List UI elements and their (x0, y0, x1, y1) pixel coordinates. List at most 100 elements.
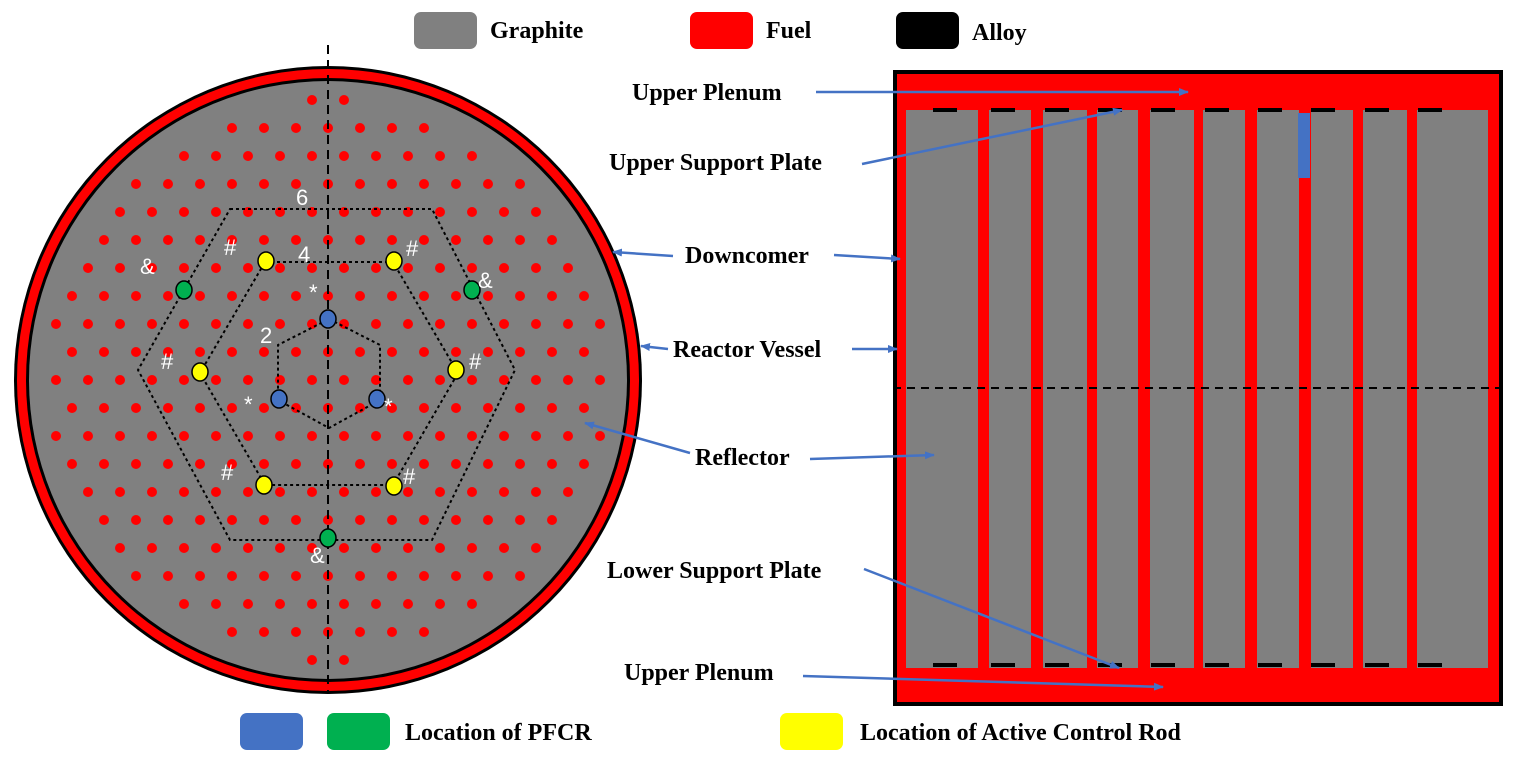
fuel-channel-dot (579, 291, 589, 301)
fuel-channel-dot (99, 347, 109, 357)
fuel-channel-dot (115, 375, 125, 385)
fuel-channel-dot (259, 123, 269, 133)
fuel-channel-dot (99, 291, 109, 301)
support-plate-mark (1205, 108, 1229, 112)
support-plate-mark (1045, 663, 1069, 667)
fuel-channel-dot (275, 319, 285, 329)
fuel-channel-dot (307, 543, 317, 553)
support-plate-mark (1151, 663, 1175, 667)
hash-marker-upper-right: # (406, 236, 419, 261)
fuel-channel-dot (211, 263, 221, 273)
fuel-channel-dot (211, 487, 221, 497)
fuel-channel-dot (483, 459, 493, 469)
fuel-channel-dot (387, 347, 397, 357)
fuel-channel-dot (259, 347, 269, 357)
active-rod-upper-left (257, 251, 275, 271)
fuel-channel-dot (83, 375, 93, 385)
callout-upper-plenum-bottom: Upper Plenum (624, 660, 774, 686)
fuel-channel-dot (163, 459, 173, 469)
fuel-channel-dot (499, 375, 509, 385)
fuel-channel-dot (579, 403, 589, 413)
legend-swatch-active-rod (780, 713, 843, 750)
fuel-channel-dot (131, 235, 141, 245)
fuel-channel-dot (195, 515, 205, 525)
fuel-channel-dot (531, 543, 541, 553)
active-rod-lower-right (385, 476, 403, 496)
fuel-channel-dot (355, 123, 365, 133)
fuel-channel-dot (163, 235, 173, 245)
fuel-channel-dot (371, 487, 381, 497)
control-rod (1298, 113, 1310, 178)
fuel-channel-dot (371, 263, 381, 273)
fuel-channel-dot (419, 235, 429, 245)
fuel-channel-dot (211, 431, 221, 441)
fuel-channel-dot (115, 543, 125, 553)
fuel-channel-dot (131, 403, 141, 413)
pfcr-blue-left (270, 389, 288, 409)
fuel-channel-dot (483, 347, 493, 357)
fuel-channel-dot (211, 375, 221, 385)
fuel-channel-dot (419, 291, 429, 301)
fuel-channel-dot (115, 263, 125, 273)
fuel-channel-dot (227, 459, 237, 469)
fuel-channel-dot (67, 347, 77, 357)
fuel-channel-dot (163, 515, 173, 525)
fuel-channel-dot (355, 459, 365, 469)
fuel-channel-dot (499, 207, 509, 217)
fuel-channel-dot (435, 375, 445, 385)
fuel-channel-dot (227, 179, 237, 189)
support-plate-mark (1365, 663, 1389, 667)
fuel-channel-dot (227, 515, 237, 525)
fuel-channel-dot (243, 319, 253, 329)
pfcr-green-left (175, 280, 193, 300)
active-rod-right (447, 360, 465, 380)
fuel-channel-dot (99, 235, 109, 245)
fuel-channel-dot (419, 123, 429, 133)
fuel-channel-dot (163, 403, 173, 413)
fuel-channel-dot (531, 375, 541, 385)
fuel-channel-dot (531, 431, 541, 441)
fuel-channel-dot (307, 95, 317, 105)
fuel-channel-dot (227, 123, 237, 133)
fuel-channel-dot (371, 375, 381, 385)
fuel-channel-dot (515, 291, 525, 301)
fuel-channel-dot (387, 235, 397, 245)
fuel-channel-dot (163, 347, 173, 357)
fuel-channel-dot (147, 207, 157, 217)
legend-swatch-alloy (896, 12, 959, 49)
fuel-channel-dot (243, 599, 253, 609)
fuel-channel-dot (51, 375, 61, 385)
fuel-channel-dot (291, 627, 301, 637)
fuel-channel-dot (531, 319, 541, 329)
fuel-channel-dot (115, 487, 125, 497)
fuel-channel-grid (51, 95, 605, 665)
fuel-channel-dot (115, 319, 125, 329)
fuel-channel-dot (451, 515, 461, 525)
fuel-channel-dot (291, 291, 301, 301)
fuel-channel-dot (291, 179, 301, 189)
fuel-channel-dot (227, 403, 237, 413)
legend-label-graphite: Graphite (490, 18, 584, 44)
fuel-channel-dot (339, 151, 349, 161)
fuel-channel-dot (227, 235, 237, 245)
fuel-channel-dot (339, 431, 349, 441)
hash-marker-left: # (161, 349, 174, 374)
fuel-channel-dot (99, 403, 109, 413)
fuel-channel-dot (195, 571, 205, 581)
fuel-channel-dot (131, 515, 141, 525)
fuel-channel-dot (179, 375, 189, 385)
support-plate-mark (1365, 108, 1389, 112)
pfcr-blue-top (319, 309, 337, 329)
support-plate-mark (1311, 663, 1335, 667)
fuel-channel-dot (307, 319, 317, 329)
fuel-channel-dot (275, 487, 285, 497)
support-plate-mark (1258, 663, 1282, 667)
legend-label-pfcr: Location of PFCR (405, 720, 592, 746)
fuel-channel-dot (563, 431, 573, 441)
fuel-channel-dot (179, 431, 189, 441)
fuel-channel-dot (83, 263, 93, 273)
fuel-channel-dot (163, 291, 173, 301)
legend-swatch-pfcr-green (327, 713, 390, 750)
fuel-channel-dot (547, 459, 557, 469)
fuel-channel-dot (451, 571, 461, 581)
